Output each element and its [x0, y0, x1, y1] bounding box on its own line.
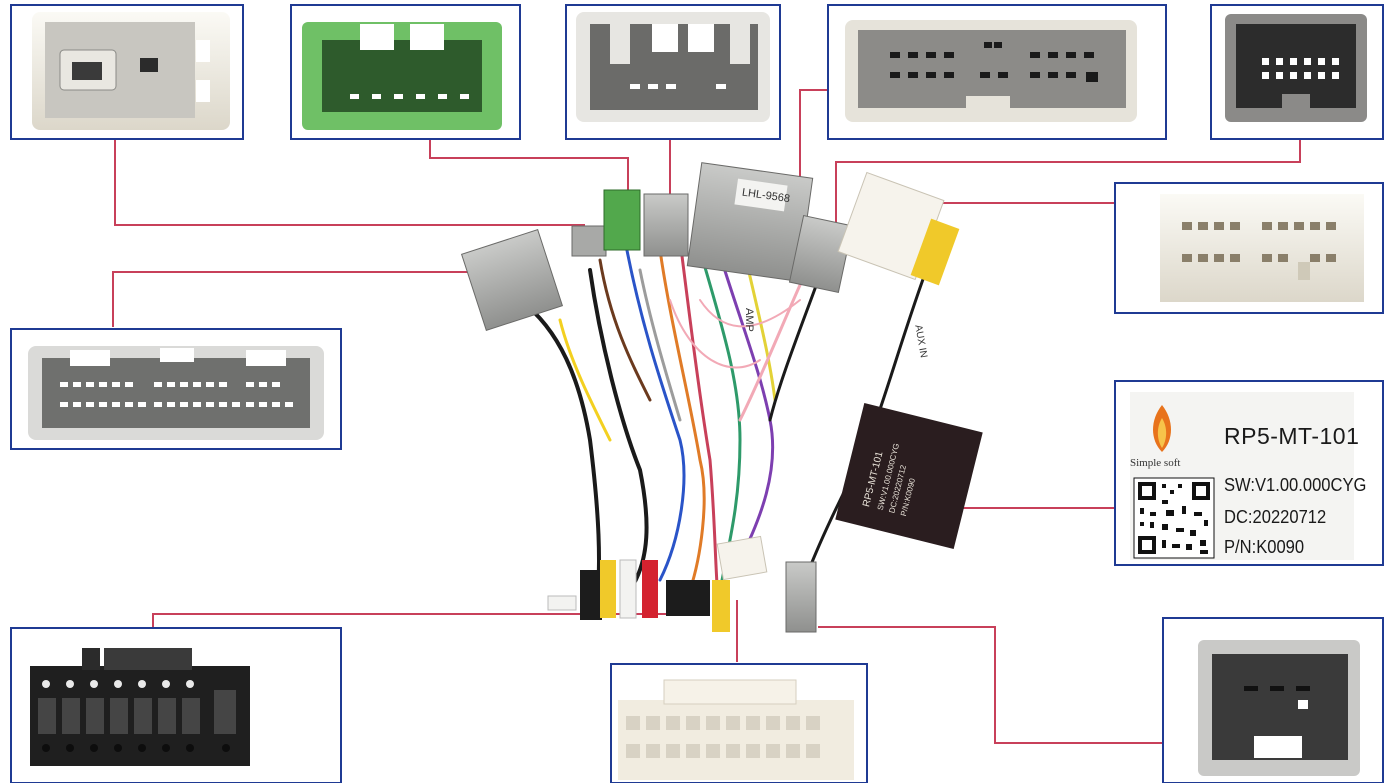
brand-name: Simple soft — [1130, 457, 1181, 469]
amp-tag: AMP — [743, 308, 755, 332]
callout-line-green — [429, 138, 629, 195]
connector-panel-left-mid — [10, 328, 342, 450]
qr-code-icon — [1133, 477, 1215, 559]
harness-connectors — [460, 162, 983, 633]
pin-row-lower — [60, 402, 293, 407]
wiring-harness — [518, 238, 932, 602]
callout-line-bottom-left — [152, 613, 690, 628]
connector-panel-bottom-left — [10, 627, 342, 783]
aux-in-tag: AUX IN — [912, 324, 929, 359]
callout-line-main — [799, 89, 828, 200]
connector-panel-bottom-mid — [610, 663, 868, 783]
date-code: DC:20220712 — [1224, 507, 1327, 527]
connector-panel-bottom-right — [1162, 617, 1384, 783]
callout-line-top-left — [114, 138, 585, 226]
callout-lines — [112, 89, 1301, 744]
software-version: SW:V1.00.000CYG — [1224, 475, 1367, 495]
pin-row-upper — [60, 382, 280, 387]
callout-line-dark — [835, 138, 1301, 225]
flame-logo-icon — [1153, 405, 1171, 452]
connector-panel-dark — [1210, 4, 1384, 140]
module-label: Simple soft RP5-MT-101 SW:V1.00.000CYG D… — [1114, 381, 1384, 565]
connector-panel-green — [290, 4, 521, 140]
connector-panel-grey-3 — [565, 4, 781, 140]
module-label-panel — [1114, 380, 1384, 566]
part-number: P/N:K0090 — [1224, 537, 1305, 557]
model-number: RP5-MT-101 — [1224, 423, 1360, 449]
connector-panel-large-top — [827, 4, 1167, 140]
callout-line-bottom-right — [818, 626, 1163, 744]
connector-panel-1 — [10, 4, 244, 140]
connector-panel-white-right — [1114, 182, 1384, 314]
callout-line-left-mid — [112, 271, 490, 327]
